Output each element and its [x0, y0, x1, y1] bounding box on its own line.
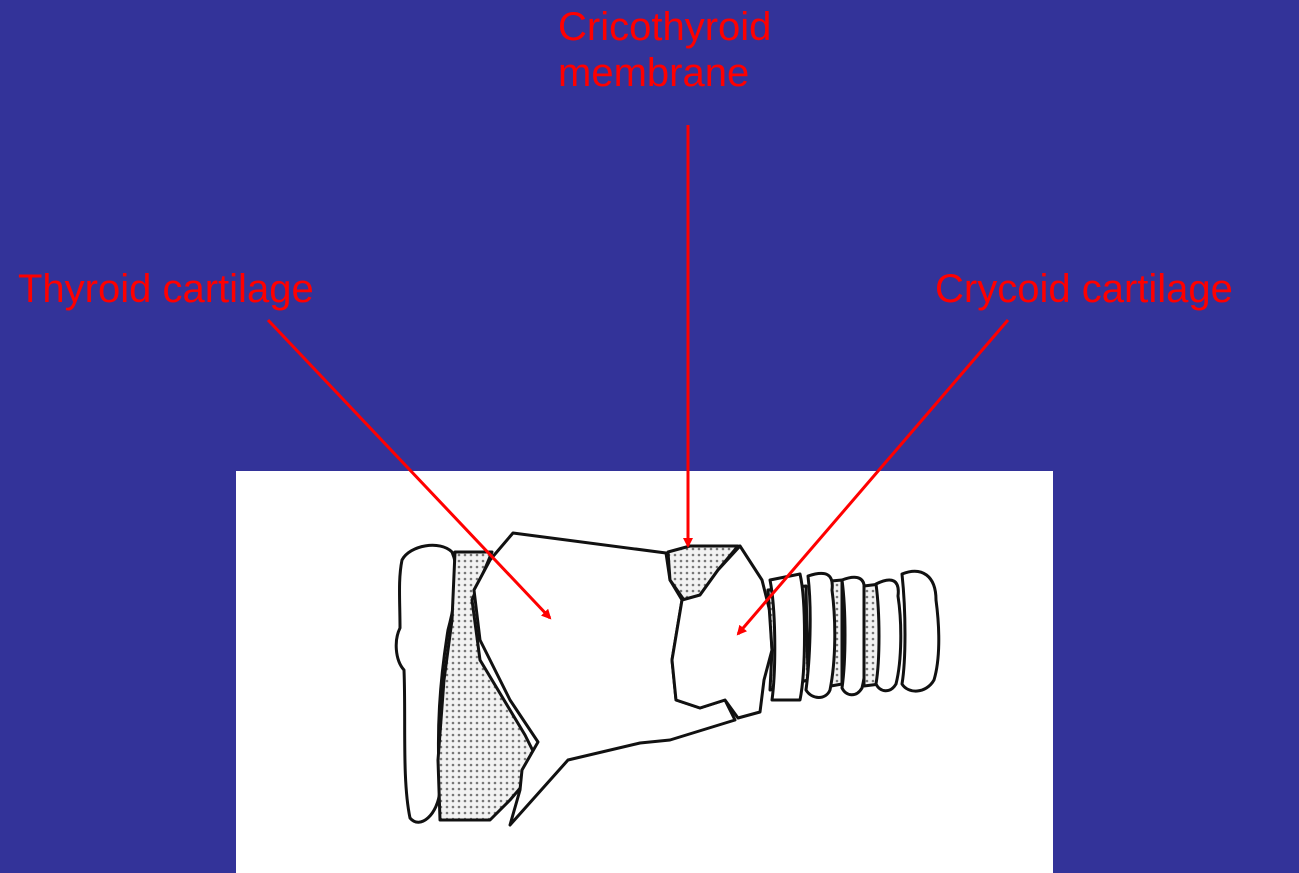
tracheal-ring-4 [876, 580, 901, 691]
tracheal-ring-5 [902, 571, 939, 691]
tracheal-ring-2 [806, 573, 835, 697]
larynx-drawing [396, 533, 939, 825]
